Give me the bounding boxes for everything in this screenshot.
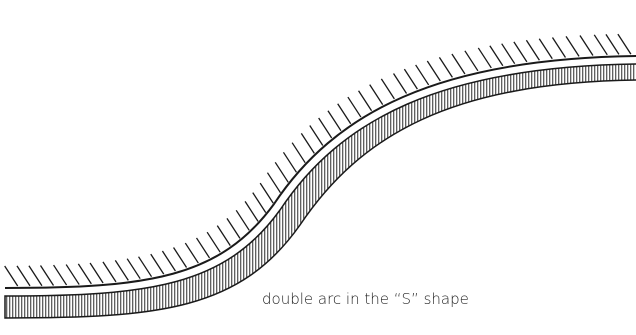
tick-mark: [102, 261, 117, 283]
diagram-caption: double arc in the “S” shape: [262, 290, 469, 308]
hatched-arc-band: [4, 63, 636, 319]
tick-mark: [291, 142, 306, 164]
tick-mark: [184, 242, 199, 264]
tick-mark: [318, 117, 333, 139]
tick-mark: [489, 45, 504, 67]
slanted-tick-marks: [4, 33, 632, 287]
tick-mark: [451, 53, 466, 75]
tick-mark: [426, 60, 441, 82]
tick-mark: [347, 96, 362, 118]
tick-mark: [403, 68, 418, 90]
tick-mark: [300, 133, 315, 154]
tick-mark: [327, 110, 342, 132]
tick-mark: [77, 263, 92, 285]
tick-mark: [65, 264, 80, 285]
tick-mark: [358, 90, 373, 112]
tick-mark: [161, 250, 176, 272]
tick-mark: [565, 36, 580, 57]
tick-mark: [438, 57, 453, 78]
tick-mark: [337, 103, 352, 125]
tick-mark: [4, 265, 19, 287]
outer-arc-line: [4, 55, 636, 289]
tick-mark: [89, 262, 104, 284]
tick-mark: [252, 192, 267, 213]
tick-mark: [226, 218, 241, 239]
tick-mark: [266, 172, 282, 194]
tick-mark: [369, 84, 384, 106]
tick-mark: [173, 247, 188, 268]
tick-mark: [39, 265, 55, 286]
tick-mark: [551, 37, 567, 58]
tick-mark: [538, 38, 553, 60]
tick-mark: [392, 73, 408, 94]
tick-mark: [617, 33, 632, 55]
tick-mark: [16, 265, 31, 287]
tick-mark: [477, 47, 492, 69]
tick-mark: [501, 43, 516, 65]
tick-mark: [216, 225, 231, 247]
tick-mark: [380, 78, 395, 100]
tick-mark: [195, 237, 211, 259]
tick-mark: [206, 231, 221, 253]
tick-mark: [235, 209, 250, 231]
tick-mark: [415, 64, 430, 86]
tick-mark: [282, 151, 298, 173]
tick-mark: [513, 41, 528, 63]
tick-mark: [274, 161, 289, 183]
tick-mark: [114, 260, 129, 281]
tick-mark: [244, 201, 259, 222]
tick-mark: [137, 256, 153, 278]
tick-mark: [259, 182, 274, 204]
tick-mark: [605, 34, 620, 55]
tick-mark: [126, 258, 141, 280]
tick-mark: [28, 265, 43, 287]
tick-mark: [53, 264, 68, 286]
tick-mark: [593, 34, 608, 56]
tick-mark: [579, 35, 594, 56]
tick-mark: [309, 125, 324, 146]
tick-mark: [525, 39, 540, 61]
tick-mark: [464, 50, 479, 72]
tick-mark: [150, 253, 165, 275]
